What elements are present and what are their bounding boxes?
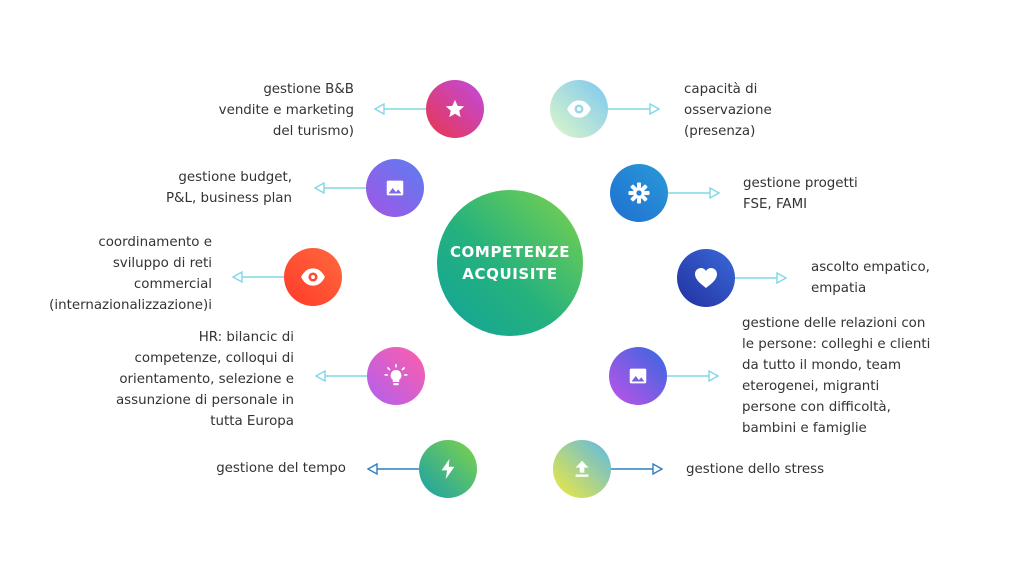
center-title-line-2: ACQUISITE <box>462 265 558 283</box>
label-line: (presenza) <box>684 124 756 139</box>
node-gestione-bb <box>426 80 484 138</box>
arrow-left-1 <box>374 103 426 115</box>
label-line: gestione delle relazioni con <box>742 316 926 331</box>
label-line: empatia <box>811 281 867 296</box>
label-line: assunzione di personale in <box>115 393 294 408</box>
label-line: gestione progetti <box>743 176 858 191</box>
node-gestione-tempo <box>419 440 477 498</box>
node-gestione-relazioni <box>609 347 667 405</box>
arrow-right-1 <box>608 103 660 115</box>
center-title-line-1: COMPETENZE <box>449 243 571 261</box>
label-line: del turismo) <box>272 124 354 139</box>
label-line: le persone: colleghi e clienti <box>742 337 931 352</box>
arrow-left-2 <box>314 182 366 194</box>
arrow-right-2 <box>668 187 720 199</box>
heart-icon <box>695 268 717 288</box>
node-gestione-progetti <box>610 164 668 222</box>
label-line: P&L, business plan <box>165 191 292 206</box>
label-line: sviluppo di reti <box>112 256 212 271</box>
arrow-left-5 <box>367 463 419 475</box>
lightbulb-icon <box>384 363 408 386</box>
label-line: bambini e famiglie <box>742 421 867 436</box>
image-icon <box>629 368 647 384</box>
label-line: vendite e marketing <box>218 103 354 118</box>
label-gestione-relazioni: gestione delle relazioni con le persone:… <box>742 313 930 439</box>
label-line: ascolto empatico, <box>811 260 930 275</box>
label-line: orientamento, selezione e <box>119 372 294 387</box>
label-line: osservazione <box>684 103 772 118</box>
node-gestione-budget <box>366 159 424 217</box>
label-gestione-progetti: gestione progetti FSE, FAMI <box>743 173 858 215</box>
label-line: coordinamento e <box>98 235 212 250</box>
node-ascolto-empatico <box>677 249 735 307</box>
label-gestione-stress: gestione dello stress <box>686 459 824 480</box>
label-line: tutta Europa <box>210 414 294 429</box>
star-icon <box>445 99 465 118</box>
label-gestione-bb: gestione B&B vendite e marketing del tur… <box>219 79 354 142</box>
node-gestione-stress <box>553 440 611 498</box>
arrow-right-5 <box>611 463 663 475</box>
label-line: capacità di <box>684 82 758 97</box>
label-line: HR: bilancic di <box>198 330 294 345</box>
label-line: gestione dello stress <box>686 462 825 477</box>
node-osservazione <box>550 80 608 138</box>
arrow-right-4 <box>667 370 719 382</box>
label-line: competenze, colloqui di <box>134 351 294 366</box>
label-line: FSE, FAMI <box>743 197 808 212</box>
label-line: gestione B&B <box>263 82 354 97</box>
lightning-icon <box>441 458 455 480</box>
label-coordinamento: coordinamento e sviluppo di reti commerc… <box>49 232 212 316</box>
node-hr <box>367 347 425 405</box>
label-line: eterogenei, migranti <box>742 379 880 394</box>
label-line: commercial <box>133 277 212 292</box>
eye-icon <box>301 268 325 286</box>
center-circle: COMPETENZE ACQUISITE <box>437 190 583 336</box>
label-line: gestione budget, <box>178 170 292 185</box>
upload-icon <box>575 460 589 477</box>
label-line: gestione del tempo <box>216 461 346 476</box>
label-gestione-tempo: gestione del tempo <box>216 458 346 479</box>
image-icon <box>386 180 404 196</box>
label-osservazione: capacità di osservazione (presenza) <box>684 79 772 142</box>
gear-icon <box>628 182 650 204</box>
node-coordinamento <box>284 248 342 306</box>
label-gestione-budget: gestione budget, P&L, business plan <box>166 167 292 209</box>
arrow-right-3 <box>735 272 787 284</box>
label-line: da tutto il mondo, team <box>742 358 902 373</box>
label-ascolto-empatico: ascolto empatico, empatia <box>811 257 930 299</box>
arrow-left-3 <box>232 271 284 283</box>
arrow-left-4 <box>315 370 367 382</box>
eye-icon <box>567 100 591 118</box>
label-line: (internazionalizzazione)i <box>49 298 212 313</box>
label-hr: HR: bilancic di competenze, colloqui di … <box>116 327 294 432</box>
label-line: persone con difficoltà, <box>742 400 891 415</box>
